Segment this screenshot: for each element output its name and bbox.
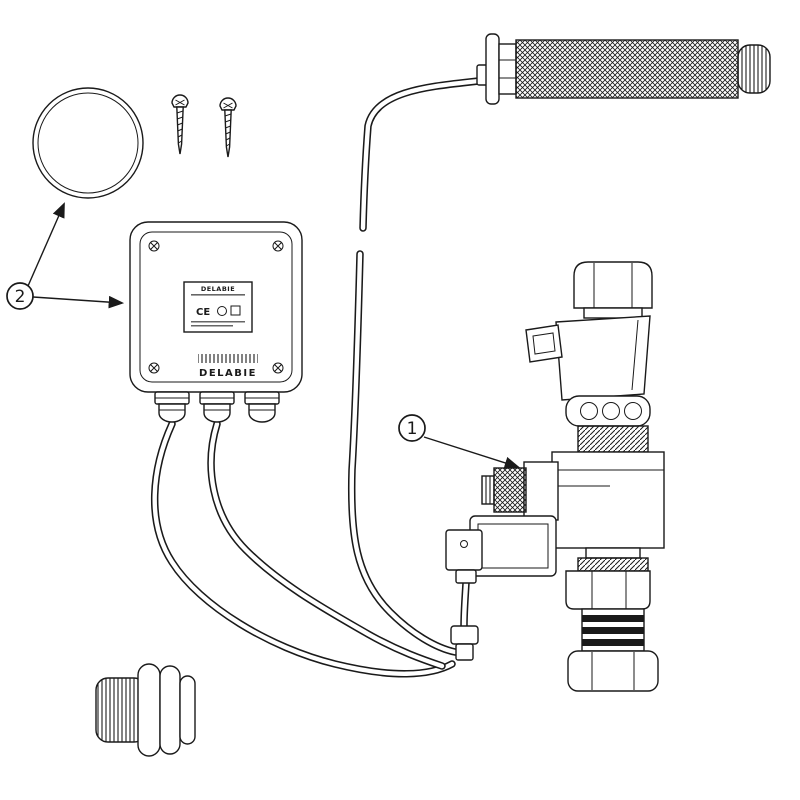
sleeve-flange-3 xyxy=(179,675,196,745)
trim-ring xyxy=(32,87,144,199)
sensor-cable-lower xyxy=(347,250,459,656)
box-brand-text: DELABIE xyxy=(199,368,257,379)
knurled-body xyxy=(515,39,739,99)
plug-gland xyxy=(455,569,477,584)
top-hex-nut xyxy=(573,261,653,309)
weee-icon xyxy=(230,305,241,316)
callout-2: 2 xyxy=(6,202,125,310)
solenoid-valve-assembly xyxy=(445,261,665,692)
threaded-tip xyxy=(737,44,771,94)
callout-1-arrow xyxy=(423,436,521,469)
adjuster-stub xyxy=(481,475,495,505)
callout-2-bubble xyxy=(6,282,34,310)
cable-gland xyxy=(154,391,190,423)
perforated-union xyxy=(565,395,651,427)
union-nut xyxy=(565,570,651,610)
strainer-body xyxy=(555,315,651,401)
cable-gland xyxy=(199,391,235,423)
screw-icon xyxy=(219,97,237,158)
callout-2-number: 2 xyxy=(15,287,26,307)
cable-gland xyxy=(244,391,280,423)
label-brand-text: DELABIE xyxy=(201,285,235,293)
sleeve-flange-2 xyxy=(159,665,181,755)
callout-2-arrow-ring xyxy=(27,202,65,287)
callout-1-bubble xyxy=(398,414,426,442)
sleeve-flange-1 xyxy=(137,663,161,757)
spout-collar xyxy=(498,43,517,95)
callout-2-arrow-box xyxy=(32,295,125,309)
strainer-plug xyxy=(525,324,563,363)
control-box: DELABIE CE DELABIE xyxy=(129,221,303,423)
screw-icon xyxy=(171,94,189,155)
valve-body xyxy=(551,451,665,549)
cable-connector-mate xyxy=(455,643,474,661)
adjuster-knurl xyxy=(493,467,527,513)
box-cable-outer xyxy=(150,420,456,678)
box-corner-screws xyxy=(148,240,284,374)
cert-icon xyxy=(217,306,227,316)
ce-mark-text: CE xyxy=(196,307,210,318)
bottom-nut xyxy=(567,650,659,692)
solenoid-coil xyxy=(469,515,557,577)
knurled-wall-spout xyxy=(476,33,771,105)
threaded-fixing-sleeve xyxy=(95,663,196,757)
thread-band-upper xyxy=(577,425,649,453)
callout-1-number: 1 xyxy=(407,419,418,439)
thread-band-lower xyxy=(577,557,649,572)
rating-label: DELABIE CE xyxy=(183,281,253,333)
box-inner-line xyxy=(139,231,293,383)
barcode xyxy=(198,354,258,363)
lower-neck xyxy=(585,547,641,559)
cable-connector xyxy=(450,625,479,645)
callout-1: 1 xyxy=(398,414,521,469)
valve-boss xyxy=(523,461,559,521)
mounting-screws xyxy=(171,94,237,158)
cables xyxy=(150,76,491,678)
din-plug xyxy=(445,529,483,571)
cable-glands xyxy=(154,391,280,423)
spout-flange xyxy=(485,33,500,105)
